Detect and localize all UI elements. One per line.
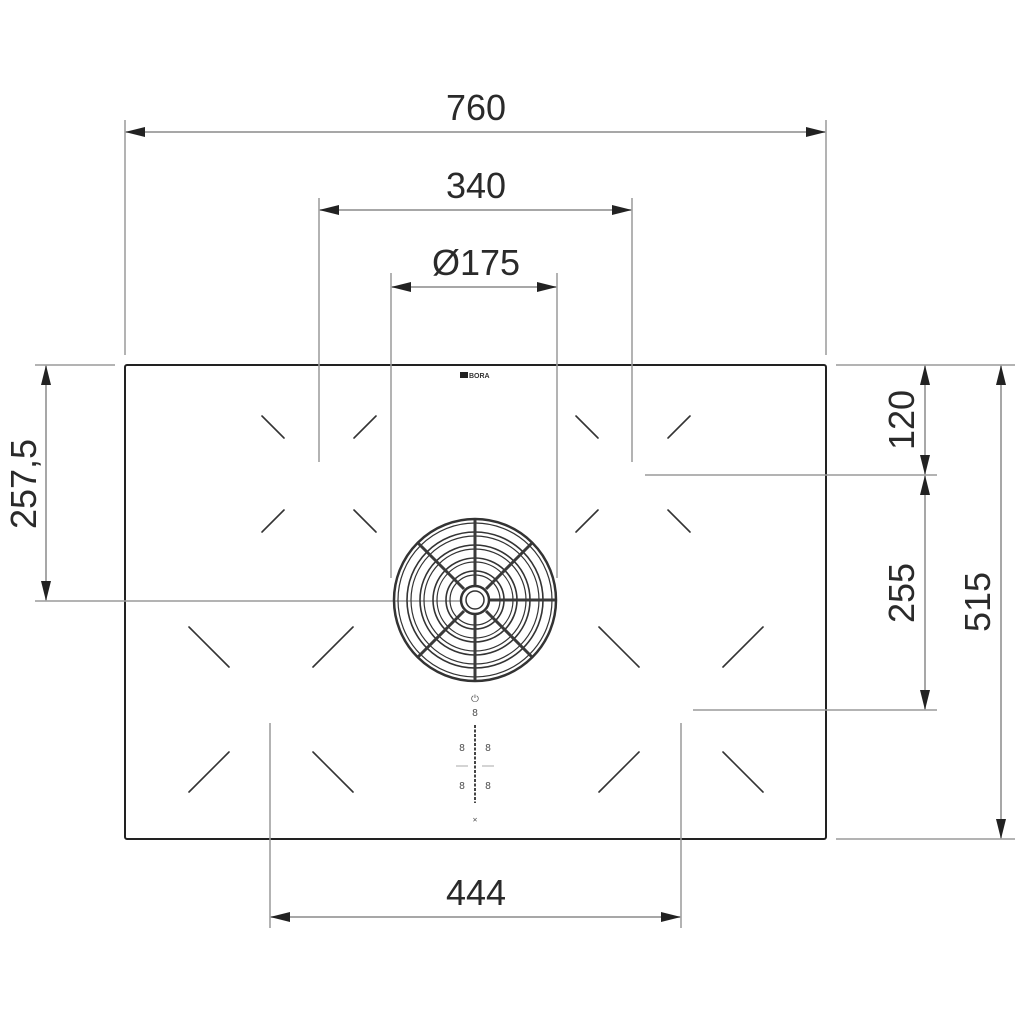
svg-text:340: 340	[446, 165, 506, 206]
dimension-extractor-diameter: Ø175	[390, 242, 558, 578]
control-panel: ⏻ 8 8 8 8 8 ✕	[456, 694, 494, 824]
cooking-zone-top-left	[261, 415, 377, 533]
svg-text:515: 515	[957, 572, 998, 632]
zone-display-bottom-left: 8	[459, 781, 465, 792]
power-icon[interactable]: ⏻	[471, 694, 479, 705]
extractor-grille	[392, 517, 558, 683]
zone-display-top-right: 8	[485, 743, 491, 754]
cooking-zone-bottom-left	[188, 626, 354, 793]
brand-logo: BORA	[460, 372, 490, 380]
zone-display-top-left: 8	[459, 743, 465, 754]
svg-text:255: 255	[881, 563, 922, 623]
svg-text:Ø175: Ø175	[432, 242, 520, 283]
svg-text:257,5: 257,5	[3, 439, 44, 529]
svg-text:120: 120	[881, 390, 922, 450]
dimension-right-depths: 120 255 515	[645, 364, 1015, 840]
zone-display-bottom-right: 8	[485, 781, 491, 792]
svg-text:BORA: BORA	[469, 373, 490, 380]
cooking-zone-bottom-right	[598, 626, 764, 793]
stop-icon[interactable]: ✕	[473, 815, 478, 824]
extractor-level-display: 8	[472, 708, 478, 719]
dimension-overall-width: 760	[124, 87, 827, 355]
svg-text:444: 444	[446, 872, 506, 913]
dimension-zone-spacing-top: 340	[318, 165, 633, 462]
dimension-zone-spacing-bottom: 444	[269, 723, 682, 928]
svg-text:760: 760	[446, 87, 506, 128]
cooking-zone-top-right	[575, 415, 691, 533]
